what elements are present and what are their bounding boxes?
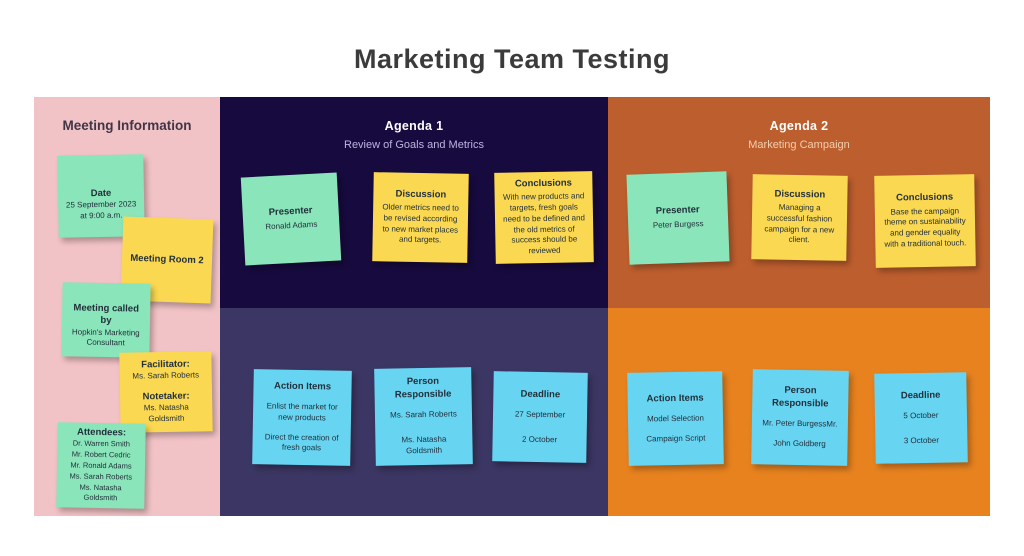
note-title: Person Responsible xyxy=(394,376,452,401)
note-attendees[interactable]: Attendees: Dr. Warren Smith Mr. Robert C… xyxy=(56,422,146,509)
note-line: John Goldberg xyxy=(773,438,826,449)
note-line: Ms. Sarah Roberts xyxy=(132,370,200,381)
note-line: 2 October xyxy=(521,434,558,444)
note-line: Enlist the market for new products xyxy=(266,401,338,423)
note-body: Managing a successful fashion campaign f… xyxy=(764,202,835,245)
note-body: Ronald Adams xyxy=(265,219,318,232)
note-title: Discussion xyxy=(774,188,826,201)
agenda2-title: Agenda 2 xyxy=(769,119,829,133)
note-line: Campaign Script xyxy=(646,433,706,444)
note-title: Facilitator: xyxy=(141,358,190,371)
note-agenda1-deadline[interactable]: Deadline 27 September 2 October xyxy=(492,371,588,463)
note-line: Direct the creation of fresh goals xyxy=(264,432,339,453)
note-line: 5 October xyxy=(903,410,939,421)
note-agenda1-person-responsible[interactable]: Person Responsible Ms. Sarah Roberts Ms.… xyxy=(374,367,473,466)
note-line: Model Selection xyxy=(646,413,705,424)
note-title: Deadline xyxy=(520,388,561,400)
note-title: Discussion xyxy=(395,188,447,201)
note-agenda2-discussion[interactable]: Discussion Managing a successful fashion… xyxy=(751,174,848,261)
page-title: Marketing Team Testing xyxy=(353,44,671,74)
note-agenda1-presenter[interactable]: Presenter Ronald Adams xyxy=(240,172,342,266)
note-title: Person Responsible xyxy=(771,385,829,410)
note-agenda2-conclusions[interactable]: Conclusions Base the campaign theme on s… xyxy=(874,174,976,268)
note-line: Mr. Peter BurgessMr. xyxy=(762,418,838,429)
note-agenda2-deadline[interactable]: Deadline 5 October 3 October xyxy=(874,372,968,464)
note-title: Deadline xyxy=(900,389,941,401)
note-line: 25 September 2023 xyxy=(65,199,137,210)
note-body: Peter Burgess xyxy=(652,218,704,230)
note-title: Conclusions xyxy=(514,177,572,190)
note-line: Ms. Natasha Goldsmith xyxy=(79,482,122,503)
note-agenda2-person-responsible[interactable]: Person Responsible Mr. Peter BurgessMr. … xyxy=(751,369,849,466)
note-agenda2-presenter[interactable]: Presenter Peter Burgess xyxy=(626,171,730,265)
agenda1-subtitle: Review of Goals and Metrics xyxy=(344,139,484,151)
note-title: Action Items xyxy=(273,380,332,393)
note-title: Attendees: xyxy=(76,426,127,439)
note-line: 27 September xyxy=(514,409,566,420)
note-line: Ms. Natasha Goldsmith xyxy=(143,403,189,424)
note-agenda1-action-items[interactable]: Action Items Enlist the market for new p… xyxy=(252,369,352,466)
note-line: at 9:00 a.m. xyxy=(80,210,123,221)
note-agenda2-action-items[interactable]: Action Items Model Selection Campaign Sc… xyxy=(627,371,724,466)
note-title: Conclusions xyxy=(895,191,954,204)
meeting-info-panel: Meeting Information Date 25 September 20… xyxy=(34,97,220,516)
note-title: Action Items xyxy=(646,392,704,405)
note-title: Presenter xyxy=(655,204,700,218)
note-agenda1-conclusions[interactable]: Conclusions With new products and target… xyxy=(494,171,594,264)
note-line: Ms. Sarah Roberts xyxy=(390,409,457,420)
note-body: With new products and targets, fresh goa… xyxy=(502,191,586,256)
board: Meeting Information Date 25 September 20… xyxy=(34,97,990,516)
note-title: Meeting Room 2 xyxy=(130,252,204,267)
note-body: Base the campaign theme on sustainabilit… xyxy=(884,205,967,249)
note-body: Older metrics need to be revised accordi… xyxy=(382,202,459,245)
agenda1-title: Agenda 1 xyxy=(384,119,444,133)
note-called-by[interactable]: Meeting called by Hopkin's Marketing Con… xyxy=(61,282,151,358)
meeting-info-heading: Meeting Information xyxy=(62,118,192,133)
note-line: Ms. Natasha Goldsmith xyxy=(401,434,447,456)
agenda2-subtitle: Marketing Campaign xyxy=(748,139,850,151)
note-title: Meeting called by xyxy=(73,302,140,327)
note-roles[interactable]: Facilitator: Ms. Sarah Roberts Notetaker… xyxy=(119,351,213,433)
note-title: Notetaker: xyxy=(142,390,190,403)
note-line: 3 October xyxy=(903,435,940,445)
note-line: Hopkin's Marketing Consultant xyxy=(71,326,140,348)
note-title: Presenter xyxy=(268,205,313,219)
note-title: Date xyxy=(90,187,112,200)
note-agenda1-discussion[interactable]: Discussion Older metrics need to be revi… xyxy=(372,172,469,263)
